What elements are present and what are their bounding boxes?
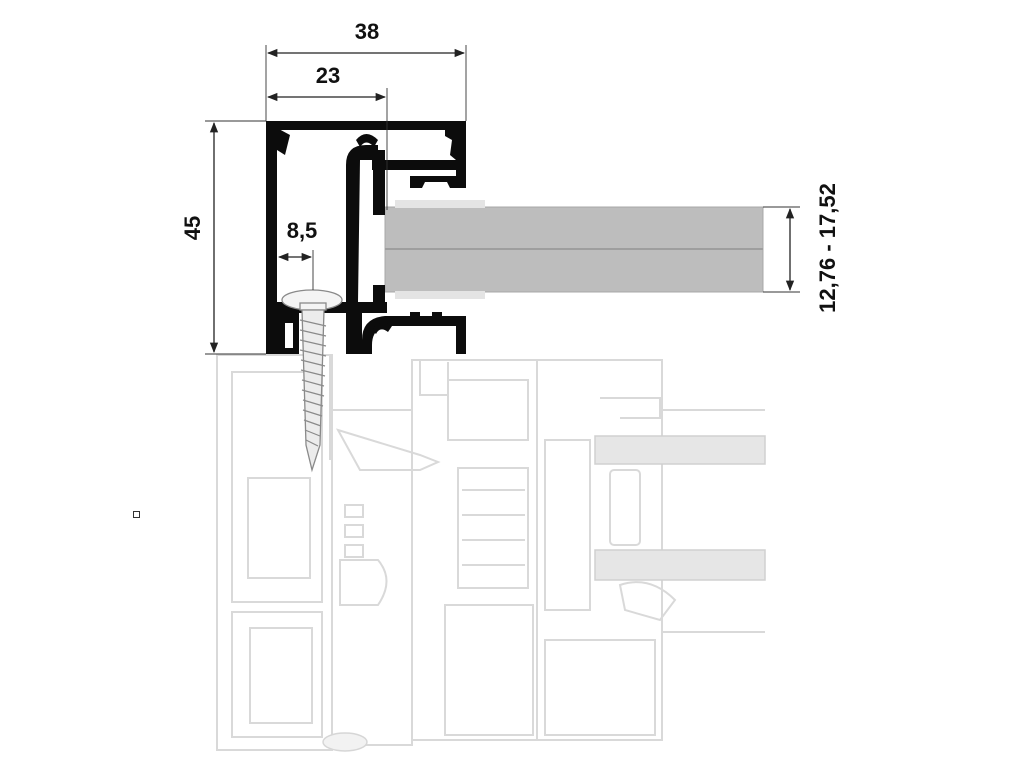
glass-panel: [384, 200, 764, 299]
dimension-label-glass-thickness: 12,76 - 17,52: [815, 183, 840, 313]
existing-window-frame-section: [216, 354, 766, 752]
dimension-width-to-glass: 23: [266, 63, 388, 210]
dimension-screw-offset: 8,5: [277, 218, 318, 290]
small-square-marker: [133, 511, 140, 518]
dimension-glass-thickness: 12,76 - 17,52: [763, 183, 840, 313]
dimension-label-38: 38: [355, 19, 379, 44]
dimension-label-23: 23: [316, 63, 340, 88]
dimension-height: 45: [180, 120, 266, 355]
fixing-screw: [281, 289, 343, 473]
dimension-width-total: 38: [265, 19, 467, 121]
dimension-label-45: 45: [180, 216, 205, 240]
dimension-label-8-5: 8,5: [287, 218, 318, 243]
